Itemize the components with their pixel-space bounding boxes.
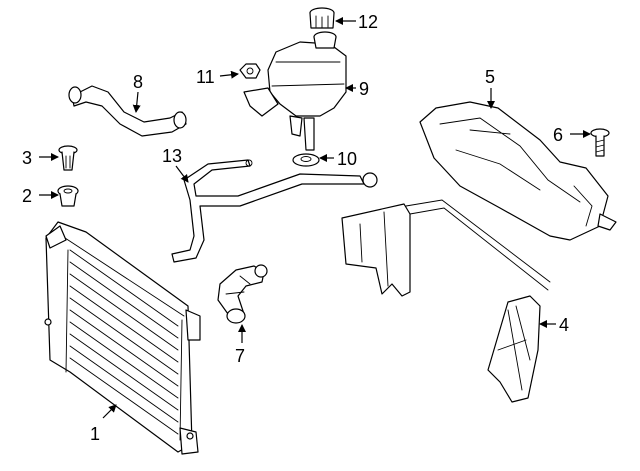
callout-8: 8 xyxy=(133,72,143,92)
callout-4: 4 xyxy=(559,315,569,335)
radiator-support-bracket-part xyxy=(341,199,551,297)
leader-13 xyxy=(175,165,189,183)
coolant-reservoir-part xyxy=(243,31,347,151)
callout-2: 2 xyxy=(22,186,32,206)
callout-leaders xyxy=(39,17,591,419)
callout-12: 12 xyxy=(358,12,378,32)
callout-7: 7 xyxy=(235,346,245,366)
radiator-part xyxy=(44,221,201,455)
callout-13: 13 xyxy=(162,146,182,166)
leader-1 xyxy=(102,404,117,419)
bolt-part xyxy=(590,128,610,157)
callout-labels: 1 2 3 4 5 6 7 8 9 10 11 12 13 xyxy=(22,12,569,444)
callout-3: 3 xyxy=(22,148,32,168)
air-deflector-part xyxy=(487,295,541,403)
reservoir-cap-part xyxy=(309,7,335,29)
callout-5: 5 xyxy=(485,67,495,87)
grommet-part xyxy=(57,185,79,207)
reservoir-grommet-part xyxy=(292,153,320,167)
leader-11 xyxy=(219,70,239,79)
coolant-line-part xyxy=(171,159,378,263)
callout-6: 6 xyxy=(553,125,563,145)
push-pin-part xyxy=(58,145,78,171)
lower-hose-part xyxy=(217,264,268,324)
upper-hose-part xyxy=(68,85,187,137)
callout-10: 10 xyxy=(337,149,357,169)
shield-part xyxy=(419,101,617,241)
callout-11: 11 xyxy=(196,67,215,87)
leader-8 xyxy=(132,91,141,113)
callout-1: 1 xyxy=(90,424,100,444)
callout-9: 9 xyxy=(359,79,369,99)
nut-part xyxy=(239,63,261,79)
